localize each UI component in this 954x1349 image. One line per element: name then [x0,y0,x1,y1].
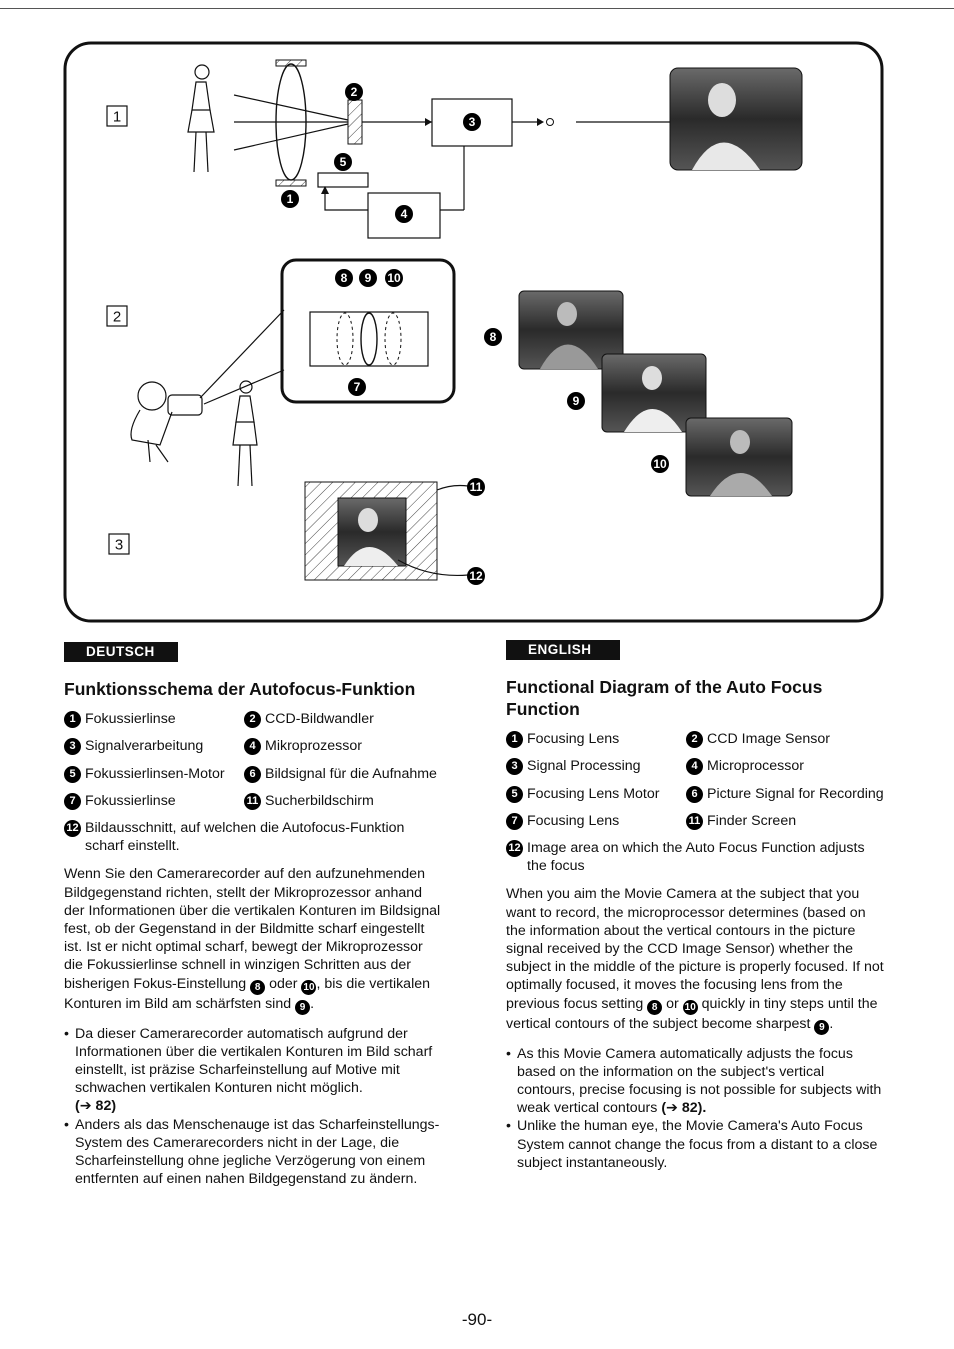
svg-text:8: 8 [490,330,497,344]
row-label-1: 1 [107,106,127,126]
svg-text:9: 9 [365,271,372,285]
language-label: ENGLISH [506,640,620,660]
note-item: As this Movie Camera automatically adjus… [506,1045,884,1118]
callout-4: 4 [395,205,413,223]
body-paragraph: When you aim the Movie Camera at the sub… [506,885,884,1034]
svg-text:2: 2 [113,309,121,326]
svg-text:1: 1 [287,192,294,206]
column-english: ENGLISH Functional Diagram of the Auto F… [506,640,884,1172]
svg-text:1: 1 [113,109,121,126]
svg-text:11: 11 [470,480,483,494]
callout-10: 10 [651,455,669,473]
page-number: -90- [0,1310,954,1330]
column-deutsch: DEUTSCH Funktionsschema der Autofocus-Fu… [64,642,444,1188]
callout-5: 5 [334,153,352,171]
svg-text:3: 3 [115,537,123,554]
note-item: Da dieser Camerarecorder automatisch auf… [64,1025,444,1116]
lens-mount-top [276,60,306,66]
svg-text:10: 10 [653,457,667,471]
svg-text:3: 3 [469,115,476,129]
subject-figure-2 [233,381,257,486]
section-title: Funktionsschema der Autofocus-Funktion [64,678,444,700]
svg-text:9: 9 [573,394,580,408]
svg-text:12: 12 [469,569,483,583]
callout-9: 9 [567,392,585,410]
notes-list: As this Movie Camera automatically adjus… [506,1045,884,1172]
callout-11: 11 [467,478,485,496]
callout-9-top: 9 [359,269,377,287]
camera-operator [131,382,202,462]
callout-1: 1 [281,190,299,208]
svg-text:2: 2 [351,85,358,99]
note-item: Unlike the human eye, the Movie Camera's… [506,1117,884,1172]
callout-8-top: 8 [335,269,353,287]
body-paragraph: Wenn Sie den Camerarecorder auf den aufz… [64,865,444,1014]
row-label-3: 3 [109,534,129,554]
lens-mount-bottom [276,180,306,186]
section-title: Functional Diagram of the Auto Focus Fun… [506,676,884,720]
callout-7: 7 [348,378,366,396]
callout-10-top: 10 [385,269,403,287]
ccd-sensor [348,100,362,144]
svg-text:5: 5 [340,155,347,169]
language-label: DEUTSCH [64,642,178,662]
svg-text:10: 10 [387,271,401,285]
callout-12: 12 [467,567,485,585]
svg-text:4: 4 [401,207,408,221]
subject-figure-1 [188,65,214,172]
callout-8: 8 [484,328,502,346]
row-label-2: 2 [107,306,127,326]
lens-motor [318,173,368,187]
svg-text:8: 8 [341,271,348,285]
svg-text:7: 7 [354,380,361,394]
note-item: Anders als das Menschenauge ist das Scha… [64,1116,444,1189]
callout-3: 3 [463,113,481,131]
callout-2: 2 [345,83,363,101]
notes-list: Da dieser Camerarecorder automatisch auf… [64,1025,444,1189]
autofocus-diagram: 1 2 3 [0,0,954,640]
